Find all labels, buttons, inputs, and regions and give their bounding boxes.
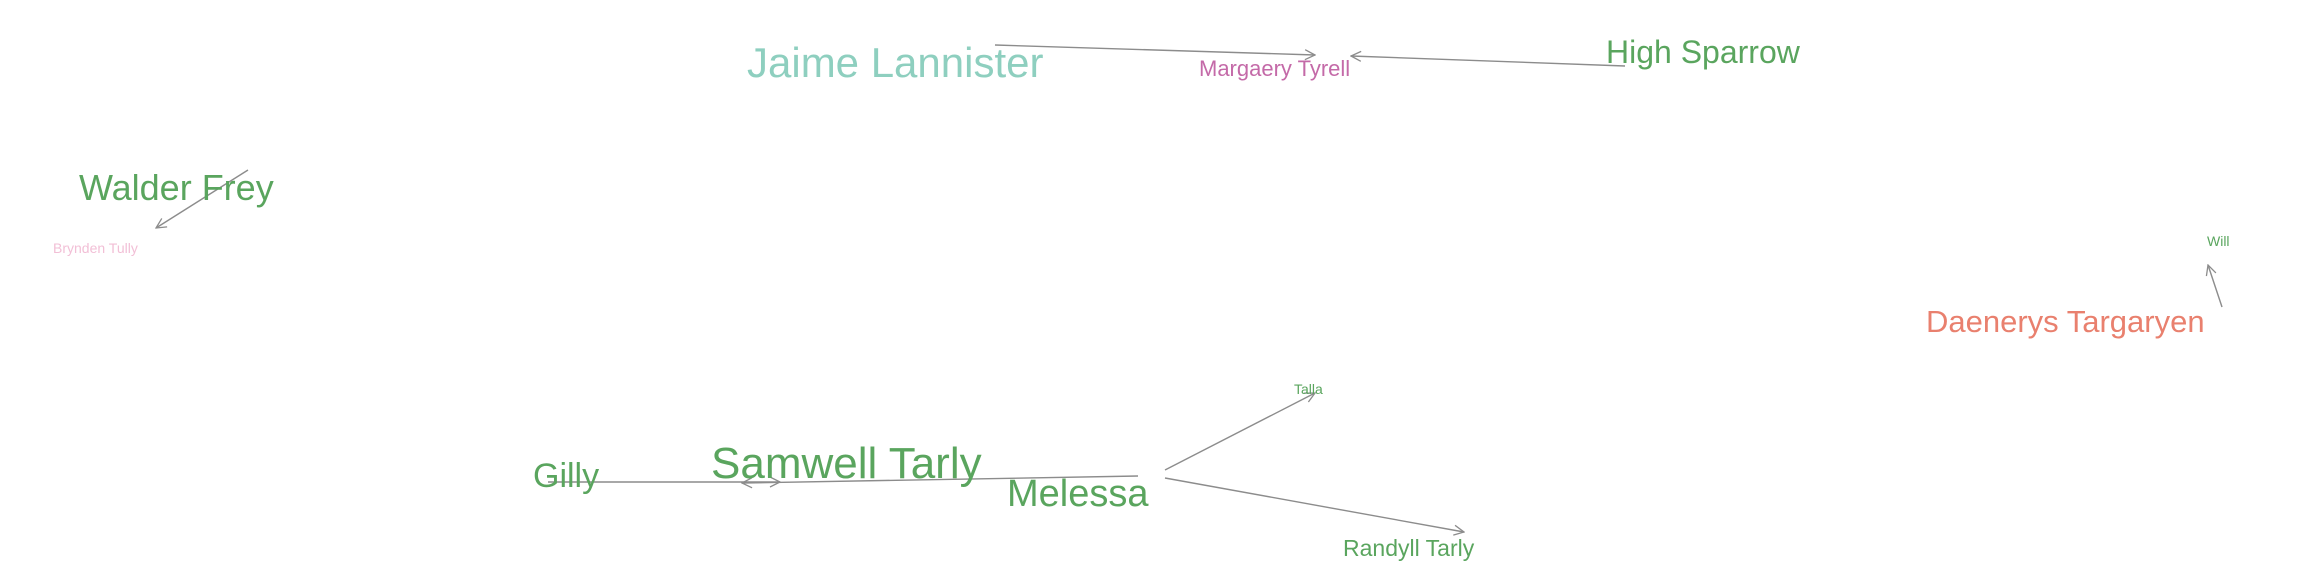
- node-margaery[interactable]: Margaery Tyrell: [1199, 56, 1350, 81]
- node-gilly[interactable]: Gilly: [533, 457, 599, 495]
- edge-daenerys-to-will: [2208, 265, 2223, 308]
- node-randyll[interactable]: Randyll Tarly: [1343, 535, 1475, 561]
- edge-jaime-to-margaery: [994, 44, 1315, 55]
- edge-melessa-to-talla: [1164, 393, 1315, 471]
- node-samwell[interactable]: Samwell Tarly: [711, 439, 982, 488]
- node-melessa[interactable]: Melessa: [1007, 473, 1149, 515]
- nodes-layer: Jaime Lannister Margaery Tyrell High Sparr…: [53, 34, 2230, 561]
- node-jaime[interactable]: Jaime Lannister: [747, 39, 1043, 86]
- node-brynden[interactable]: Brynden Tully: [53, 240, 138, 256]
- edges-layer: [156, 44, 2223, 532]
- node-talla[interactable]: Talla: [1294, 381, 1323, 397]
- node-daenerys[interactable]: Daenerys Targaryen: [1926, 304, 2205, 339]
- edge-melessa-to-samwell: [742, 475, 1139, 483]
- node-walder[interactable]: Walder Frey: [79, 167, 274, 208]
- edge-walder-to-brynden: [156, 169, 249, 228]
- node-will[interactable]: Will: [2207, 233, 2230, 249]
- edge-sparrow-to-margaery: [1351, 56, 1626, 67]
- node-sparrow[interactable]: High Sparrow: [1606, 34, 1801, 70]
- edge-melessa-to-randyll: [1164, 477, 1464, 532]
